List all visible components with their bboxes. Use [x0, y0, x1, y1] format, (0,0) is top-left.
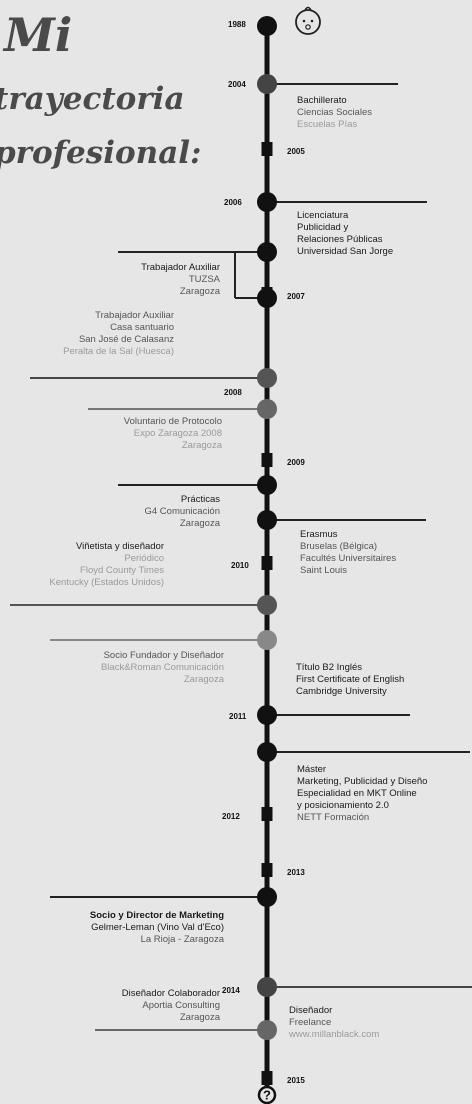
question-mark-icon: ?: [257, 1085, 277, 1104]
entry-expo-zaragoza: Voluntario de Protocolo Expo Zaragoza 20…: [123, 416, 222, 451]
timeline-node: [257, 368, 277, 388]
year-2010: 2010: [231, 561, 249, 570]
svg-text:?: ?: [263, 1088, 271, 1103]
year-2004: 2004: [228, 80, 246, 89]
timeline-node: [257, 595, 277, 615]
timeline-node: [257, 887, 277, 907]
timeline-node: [257, 475, 277, 495]
entry-licenciatura: Licenciatura Publicidad y Relaciones Púb…: [297, 210, 394, 257]
year-2011: 2011: [229, 712, 247, 721]
timeline-node: [257, 74, 277, 94]
year-1988: 1988: [228, 20, 246, 29]
year-2014: 2014: [222, 986, 240, 995]
timeline-node: [257, 742, 277, 762]
timeline-node: [257, 510, 277, 530]
year-2012: 2012: [222, 812, 240, 821]
entry-bachillerato: Bachillerato Ciencias Sociales Escuelas …: [297, 95, 372, 130]
timeline-node: [257, 630, 277, 650]
year-2007: 2007: [287, 292, 305, 301]
entry-tuzsa: Trabajador Auxiliar TUZSA Zaragoza: [141, 262, 220, 297]
entry-practicas: Prácticas G4 Comunicación Zaragoza: [144, 494, 220, 529]
timeline-node: [257, 242, 277, 262]
entry-titulo-b2: Título B2 Inglés First Certificate of En…: [296, 662, 405, 697]
entry-casa-santuario: Trabajador Auxiliar Casa santuario San J…: [63, 310, 174, 357]
year-2013: 2013: [287, 868, 305, 877]
timeline-node: [257, 192, 277, 212]
entry-erasmus: Erasmus Bruselas (Bélgica) Facultés Univ…: [300, 529, 397, 576]
timeline-node: [257, 288, 277, 308]
timeline-node: [257, 705, 277, 725]
entry-aportia: Diseñador Colaborador Aportia Consulting…: [121, 988, 220, 1023]
entry-vinetista: Viñetista y diseñador Periódico Floyd Co…: [49, 541, 164, 588]
entry-master: Máster Marketing, Publicidad y Diseño Es…: [297, 764, 428, 823]
title-line-1: Mi: [4, 8, 73, 62]
entry-black-roman: Socio Fundador y Diseñador Black&Roman C…: [100, 650, 224, 685]
title-line-2: trayectoria: [0, 81, 185, 117]
baby-face-icon: [295, 6, 321, 35]
entry-freelance: Diseñador Freelance www.millanblack.com: [289, 1005, 380, 1040]
year-2008: 2008: [224, 388, 242, 397]
year-2015: 2015: [287, 1076, 305, 1085]
title-line-3: profesional:: [0, 135, 202, 171]
timeline-node: [257, 977, 277, 997]
year-2005: 2005: [287, 147, 305, 156]
year-2006: 2006: [224, 198, 242, 207]
timeline-node: [257, 1020, 277, 1040]
timeline-node: [257, 16, 277, 36]
timeline-node: [257, 399, 277, 419]
entry-gelmer-leman: Socio y Director de Marketing Gelmer-Lem…: [89, 910, 224, 945]
year-2009: 2009: [287, 458, 305, 467]
